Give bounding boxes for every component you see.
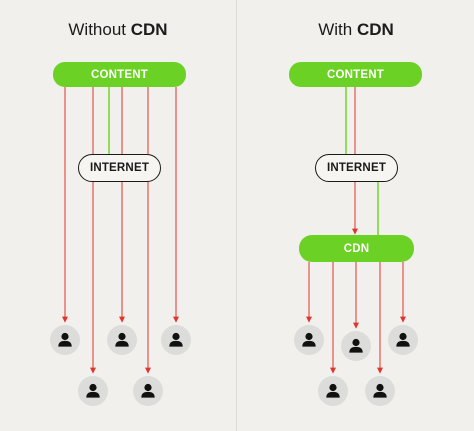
right-user-3 [341,331,371,361]
left-panel-title: Without CDN [0,18,236,42]
left-title-prefix: Without [68,20,131,39]
user-icon [115,332,129,347]
left-internet-label: INTERNET [89,162,150,174]
user-icon [302,332,316,347]
left-user-4 [133,376,163,406]
left-content-label: CONTENT [91,68,148,81]
left-internet-node: INTERNET [78,154,161,182]
right-user-5 [388,325,418,355]
cdn-label: CDN [343,242,370,255]
right-title-prefix: With [318,20,357,39]
right-user-4 [365,376,395,406]
right-content-label: CONTENT [327,68,384,81]
left-user-2 [78,376,108,406]
right-internet-label: INTERNET [326,162,387,174]
left-user-3 [107,325,137,355]
user-icon [373,383,387,398]
user-icon [349,338,363,353]
right-title-bold: CDN [356,20,394,39]
left-content-node: CONTENT [53,62,186,87]
left-user-5 [161,325,191,355]
right-content-node: CONTENT [289,62,422,87]
right-user-2 [318,376,348,406]
right-user-1 [294,325,324,355]
user-icon [326,383,340,398]
user-icon [169,332,183,347]
right-internet-node: INTERNET [315,154,398,182]
user-icon [396,332,410,347]
user-icon [58,332,72,347]
right-panel-title: With CDN [238,18,474,42]
panel-divider [236,0,237,431]
user-icon [141,383,155,398]
left-user-1 [50,325,80,355]
cdn-node: CDN [299,235,414,262]
left-title-bold: CDN [130,20,168,39]
user-icon [86,383,100,398]
